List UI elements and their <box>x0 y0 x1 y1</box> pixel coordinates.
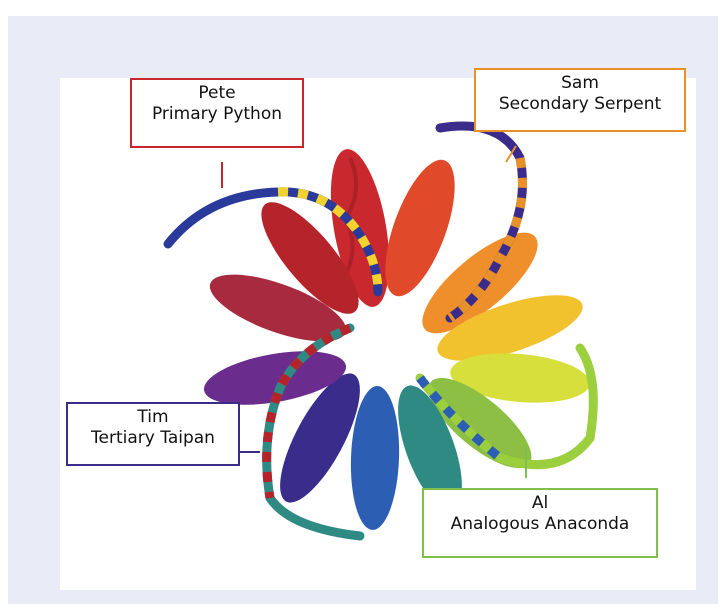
label-pete-name: Pete <box>134 83 300 104</box>
label-sam: Sam Secondary Serpent <box>474 68 686 132</box>
label-pete: Pete Primary Python <box>130 78 304 148</box>
label-tim: Tim Tertiary Taipan <box>66 402 240 466</box>
label-tim-name: Tim <box>70 407 236 428</box>
label-al-name: Al <box>426 493 654 514</box>
label-pete-title: Primary Python <box>134 104 300 125</box>
label-al: Al Analogous Anaconda <box>422 488 658 558</box>
figure-frame: Pete Primary Python Sam Secondary Serpen… <box>8 16 718 604</box>
label-sam-title: Secondary Serpent <box>478 94 682 115</box>
label-tim-title: Tertiary Taipan <box>70 428 236 449</box>
label-sam-name: Sam <box>478 73 682 94</box>
label-al-title: Analogous Anaconda <box>426 514 654 535</box>
